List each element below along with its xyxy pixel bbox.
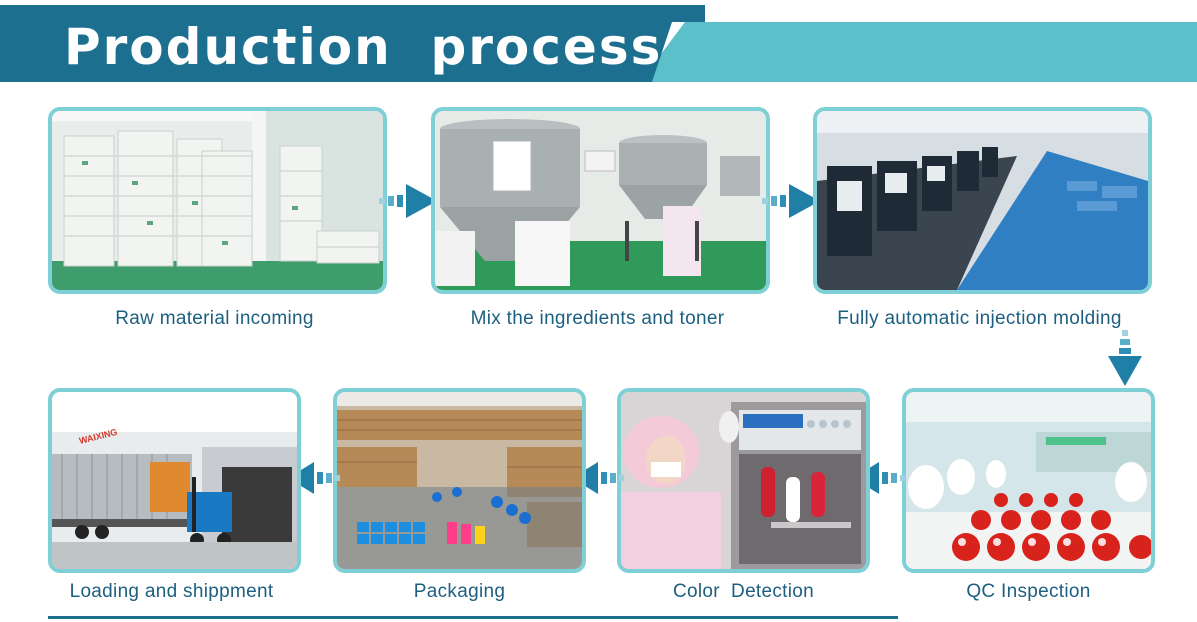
photo-packaging bbox=[333, 388, 586, 573]
qc-inspection-image bbox=[906, 392, 1151, 569]
caption-mixing: Mix the ingredients and toner bbox=[470, 308, 725, 329]
caption-loading: Loading and shippment bbox=[69, 581, 274, 602]
caption-packaging: Packaging bbox=[413, 581, 506, 602]
photo-color-detection bbox=[617, 388, 870, 573]
arrow-left-icon bbox=[288, 462, 340, 494]
photo-loading: WAIXING bbox=[48, 388, 301, 573]
caption-injection-molding: Fully automatic injection molding bbox=[837, 308, 1122, 329]
header-banner-light bbox=[640, 22, 1197, 82]
arrow-right-icon bbox=[379, 184, 437, 218]
page-title: Production process bbox=[64, 18, 663, 76]
photo-raw-material bbox=[48, 107, 387, 294]
raw-material-image bbox=[52, 111, 383, 290]
photo-mixing bbox=[431, 107, 770, 294]
packaging-image bbox=[337, 392, 582, 569]
photo-injection-molding bbox=[813, 107, 1152, 294]
loading-image: WAIXING bbox=[52, 392, 297, 569]
caption-raw-material: Raw material incoming bbox=[115, 308, 314, 329]
bottom-divider bbox=[48, 616, 898, 619]
mixing-image bbox=[435, 111, 766, 290]
caption-qc-inspection: QC Inspection bbox=[966, 581, 1091, 602]
header-banner-dark bbox=[0, 5, 705, 82]
injection-molding-image bbox=[817, 111, 1148, 290]
color-detection-image bbox=[621, 392, 866, 569]
arrow-down-icon bbox=[1108, 330, 1142, 386]
caption-color-detection: Color Detection bbox=[672, 581, 815, 602]
photo-qc-inspection bbox=[902, 388, 1155, 573]
arrow-right-icon bbox=[762, 184, 820, 218]
